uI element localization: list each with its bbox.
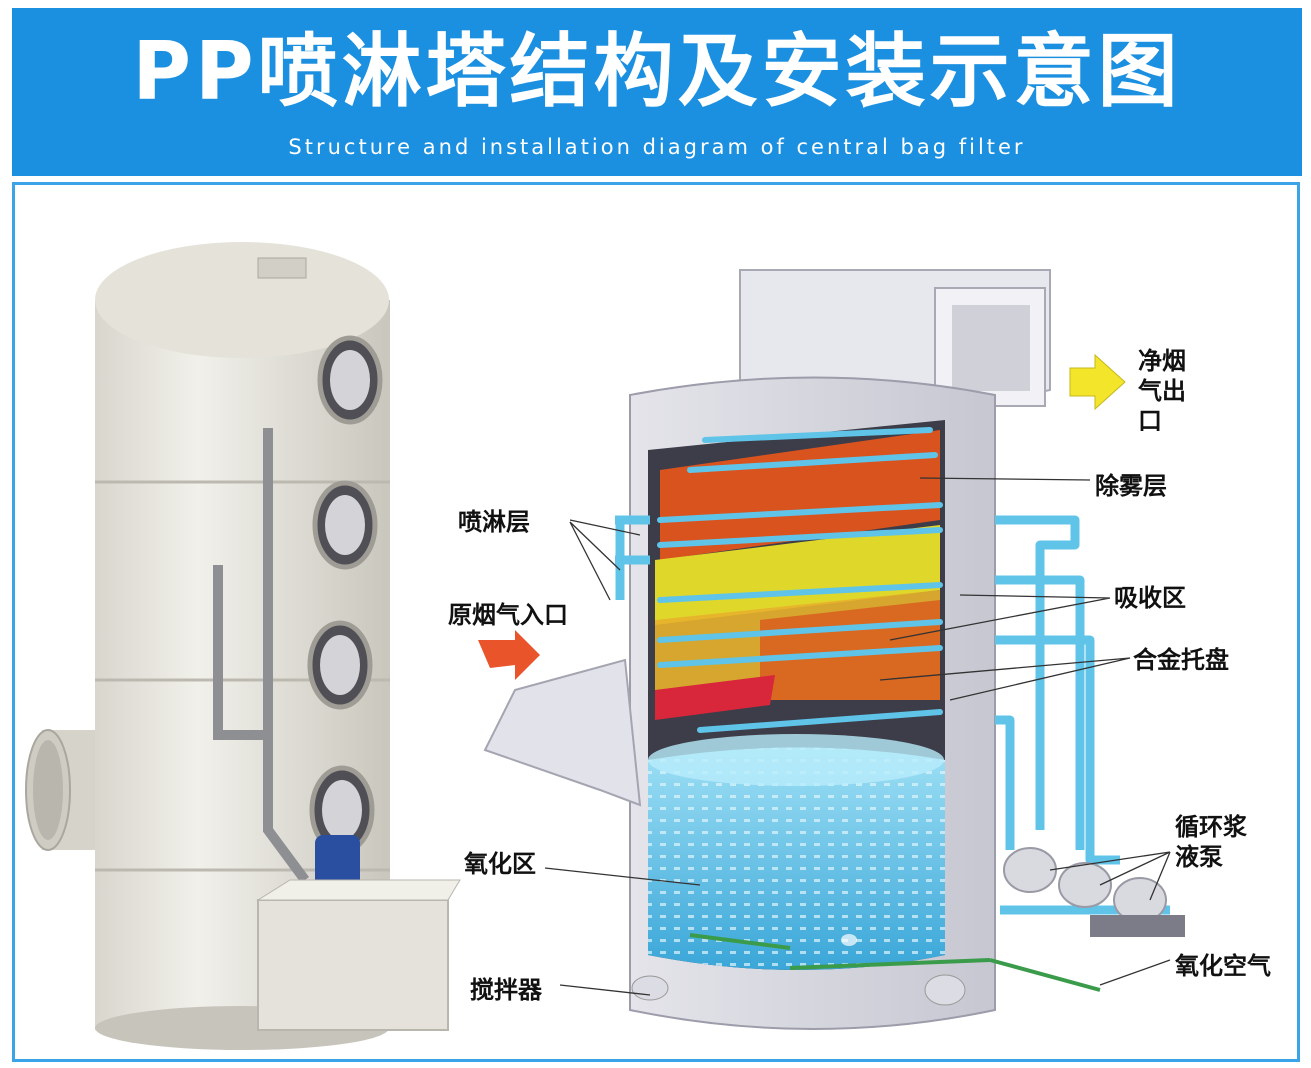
label-alloy-tray: 合金托盘: [1133, 646, 1229, 674]
label-spray-layer: 喷淋层: [458, 508, 530, 536]
label-oxidation-zone: 氧化区: [464, 850, 536, 878]
label-oxidation-air: 氧化空气: [1175, 952, 1271, 980]
header-banner: PP喷淋塔结构及安装示意图 Structure and installation…: [12, 8, 1302, 176]
leader-lines: [544, 477, 1171, 996]
pp-tower-illustration: [25, 242, 461, 1050]
cutaway-tower: [483, 269, 1185, 1030]
label-clean-gas-outlet-line-3: 口: [1138, 407, 1162, 435]
page-title: PP喷淋塔结构及安装示意图: [132, 25, 1182, 118]
label-agitator: 搅拌器: [470, 976, 542, 1004]
inlet-arrow-icon: [478, 630, 540, 680]
label-absorption-zone: 吸收区: [1114, 584, 1186, 612]
outlet-arrow-icon: [1069, 353, 1126, 411]
label-clean-gas-outlet-line-1: 净烟: [1138, 347, 1186, 375]
label-demister-layer: 除雾层: [1095, 472, 1167, 500]
label-clean-gas-outlet-line-2: 气出: [1138, 377, 1186, 405]
label-clean-gas-outlet: 净烟 气出 口: [1138, 346, 1186, 436]
label-circulation-pump: 循环浆 液泵: [1175, 812, 1247, 872]
page-subtitle: Structure and installation diagram of ce…: [288, 135, 1026, 159]
label-circulation-pump-line-1: 循环浆: [1175, 813, 1247, 841]
label-raw-gas-inlet: 原烟气入口: [448, 601, 568, 629]
label-circulation-pump-line-2: 液泵: [1175, 843, 1223, 871]
